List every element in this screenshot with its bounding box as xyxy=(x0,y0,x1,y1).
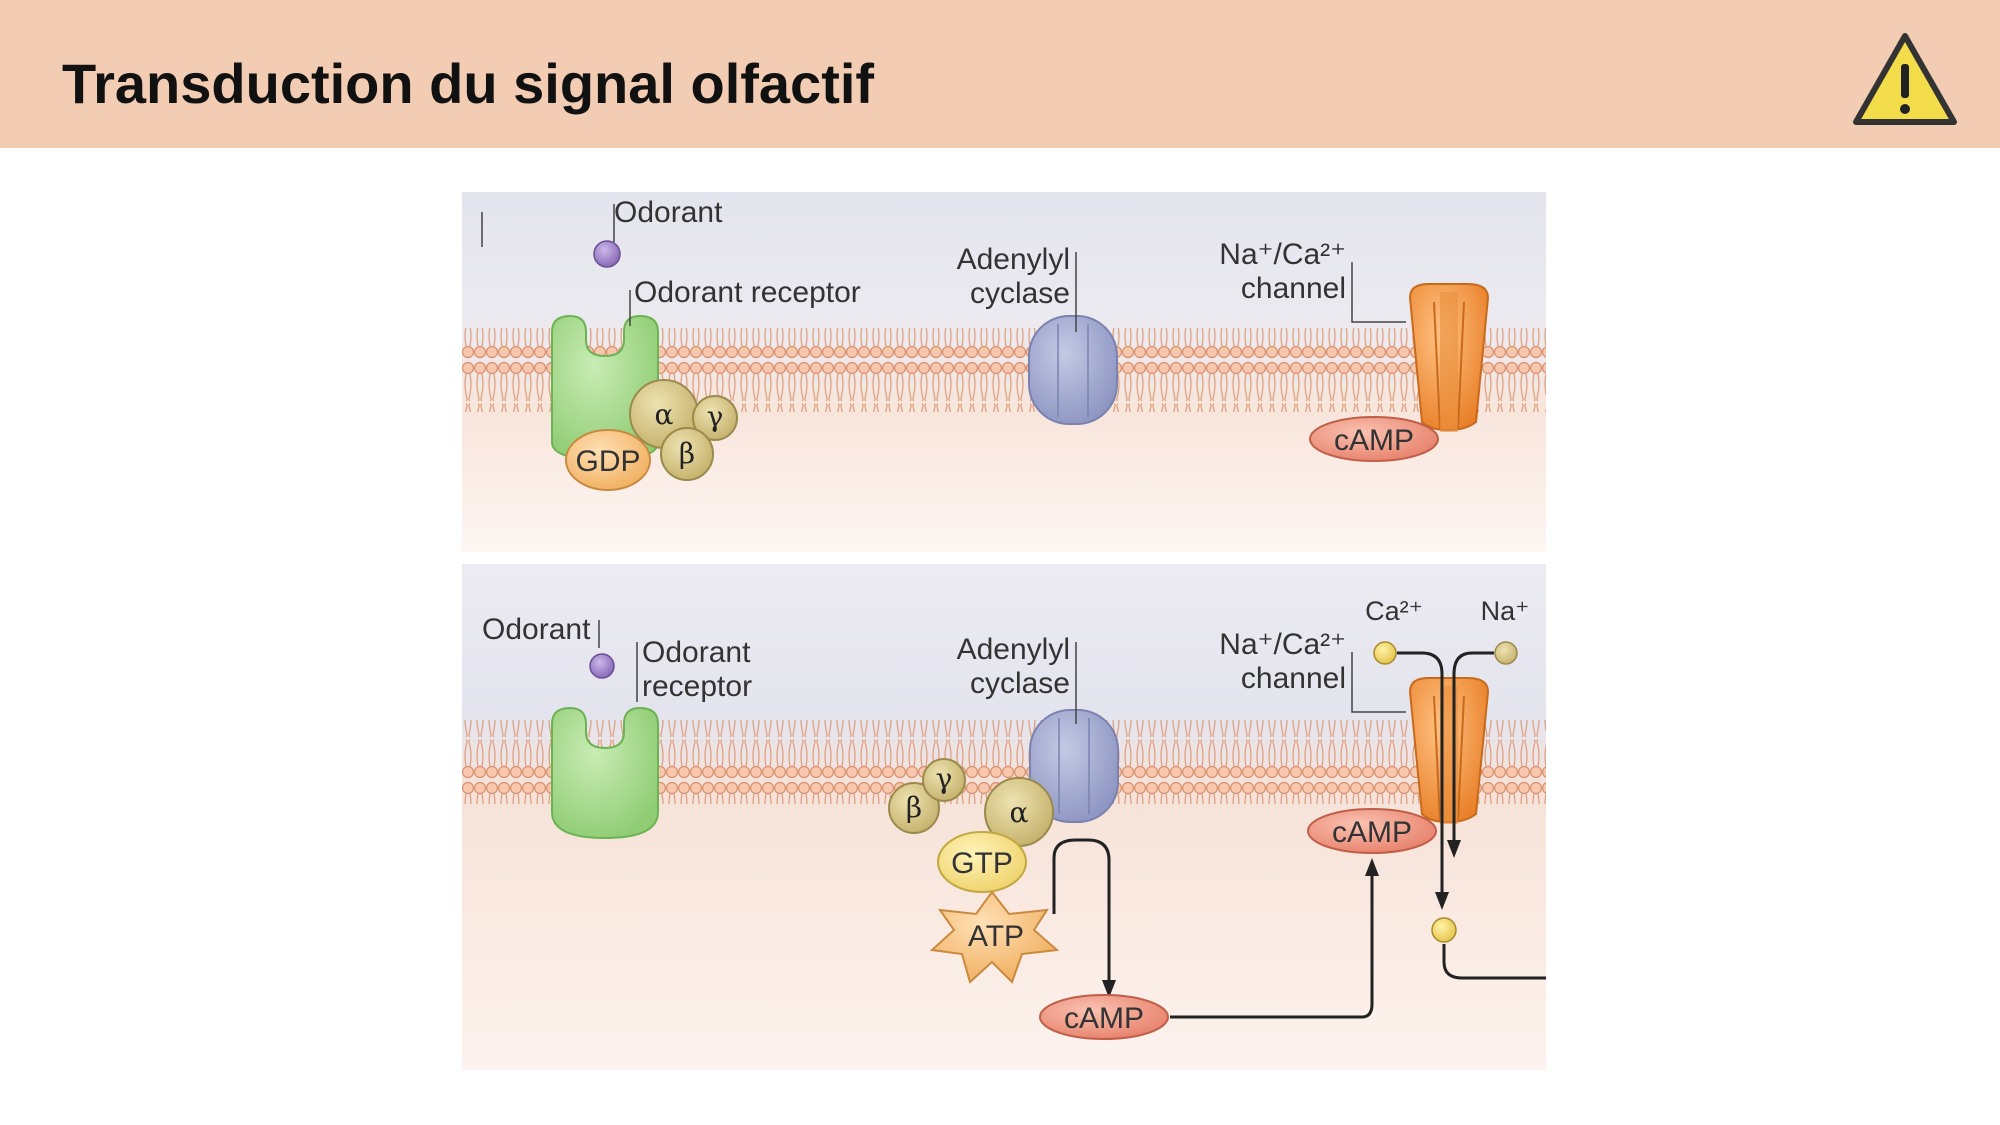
label-odorant-receptor: Odorant receptor xyxy=(634,276,861,309)
atp-molecule xyxy=(929,890,1060,984)
svg-text:γ: γ xyxy=(936,762,953,795)
slide-title: Transduction du signal olfactif xyxy=(62,52,875,115)
camp-channel-bound xyxy=(1307,808,1437,854)
ca-ion xyxy=(1373,641,1397,665)
svg-text:cyclase: cyclase xyxy=(970,667,1070,700)
cng-channel xyxy=(1408,283,1490,432)
svg-text:α: α xyxy=(1010,796,1029,829)
svg-text:Adenylyl: Adenylyl xyxy=(957,243,1070,276)
arrow-atp-to-camp xyxy=(1052,838,1111,982)
svg-text:channel: channel xyxy=(1241,662,1346,695)
svg-text:Na⁺/Ca²⁺: Na⁺/Ca²⁺ xyxy=(1219,238,1346,271)
olfactory-transduction-diagram: Odorant Odorant receptor α γ β GDP Adeny… xyxy=(462,192,1546,1070)
label-na: Na⁺ xyxy=(1481,596,1530,626)
adenylyl-cyclase xyxy=(1028,315,1118,425)
na-ion xyxy=(1494,641,1518,665)
g-gamma xyxy=(692,395,738,441)
svg-text:β: β xyxy=(679,437,695,470)
warning-triangle-icon xyxy=(1853,33,1957,125)
svg-text:ATP: ATP xyxy=(968,920,1024,953)
arrow-camp-to-channel xyxy=(1170,874,1374,1019)
odorant-molecule xyxy=(593,240,621,268)
camp-product xyxy=(1039,994,1169,1040)
svg-text:GTP: GTP xyxy=(951,847,1013,880)
svg-text:β: β xyxy=(906,791,922,824)
svg-text:α: α xyxy=(655,398,674,431)
cng-channel-bottom xyxy=(1408,677,1490,824)
svg-text:cAMP: cAMP xyxy=(1334,424,1414,457)
svg-text:Odorant: Odorant xyxy=(642,636,751,669)
g-gamma-bottom xyxy=(922,758,966,802)
arrow-na-influx xyxy=(1452,651,1494,842)
camp-top xyxy=(1309,416,1439,462)
odorant-molecule-bound xyxy=(589,653,615,679)
svg-text:cAMP: cAMP xyxy=(1332,816,1412,849)
label-odorant: Odorant xyxy=(614,196,723,229)
slide-header xyxy=(0,0,2000,148)
svg-text:GDP: GDP xyxy=(575,445,640,478)
g-beta-bottom xyxy=(888,782,940,834)
svg-text:receptor: receptor xyxy=(642,670,752,703)
label-odorant-bottom: Odorant xyxy=(482,613,591,646)
arrow-ca-influx xyxy=(1397,651,1444,894)
gtp-molecule xyxy=(937,831,1027,893)
label-ca: Ca²⁺ xyxy=(1365,596,1423,626)
panel-bottom: Odorant Odorant receptor Adenylyl cyclas… xyxy=(462,564,1546,1070)
odorant-receptor-bottom xyxy=(551,706,659,840)
adenylyl-cyclase-bottom xyxy=(1029,709,1119,823)
svg-text:channel: channel xyxy=(1241,272,1346,305)
svg-text:Adenylyl: Adenylyl xyxy=(957,633,1070,666)
svg-text:cyclase: cyclase xyxy=(970,277,1070,310)
gdp-molecule xyxy=(565,429,651,491)
g-beta xyxy=(660,427,714,481)
svg-text:cAMP: cAMP xyxy=(1064,1002,1144,1035)
panel-top: Odorant Odorant receptor α γ β GDP Adeny… xyxy=(462,192,1546,552)
arrow-ca-downstream xyxy=(1442,944,1546,980)
ca-ion-intracellular xyxy=(1431,917,1457,943)
svg-text:γ: γ xyxy=(707,400,724,433)
svg-text:Na⁺/Ca²⁺: Na⁺/Ca²⁺ xyxy=(1219,628,1346,661)
